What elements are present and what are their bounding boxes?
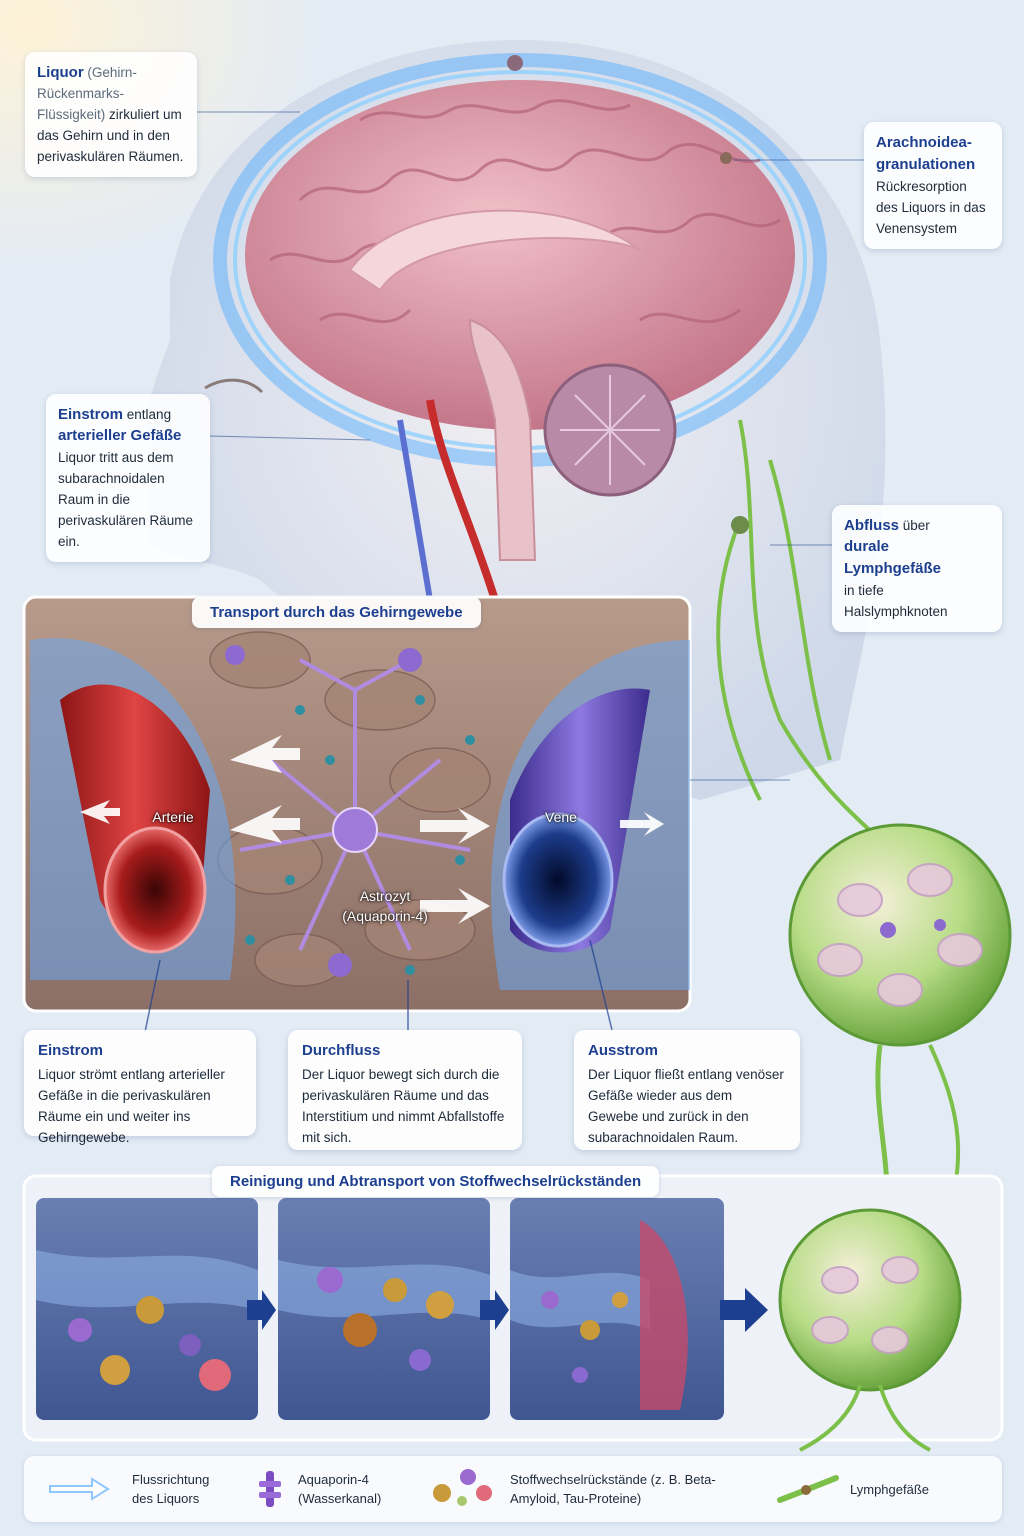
callout-abfluss-title2: durale Lymphgefäße [844, 538, 941, 577]
cleaning-panel-title: Reinigung und Abtransport von Stoffwechs… [212, 1166, 660, 1197]
lymph-vessel-icon [777, 1475, 839, 1503]
aquaporin-icon [259, 1471, 281, 1507]
callout-liquor-subtitle: (Gehirn-Rückenmarks-Flüssigkeit) [37, 65, 137, 122]
label-astrocyte: Astrozyt (Aquaporin-4) [330, 886, 440, 926]
legend-waste: Stoffwechselrückstände (z. B. Beta-Amylo… [428, 1456, 748, 1522]
label-astrocyte-name: Astrozyt [359, 888, 411, 904]
transport-panel-title: Transport durch das Gehirngewebe [192, 597, 481, 628]
legend-waste-label: Stoffwechselrückstände (z. B. Beta-Amylo… [510, 1472, 716, 1506]
legend-lymph-label: Lymphgefäße [850, 1481, 930, 1497]
callout-arachnoid-title: Arachnoidea-granulationen [876, 134, 976, 173]
callout-einstrom-text: Liquor tritt aus dem subarachnoidalen Ra… [58, 450, 194, 549]
callout-einstrom-title: Einstrom [58, 406, 124, 423]
legend-aquaporin-label: Aquaporin-4 (Wasserkanal) [298, 1472, 382, 1506]
callout-einstrom-mid: entlang [126, 407, 172, 422]
step-ausstrom-text: Der Liquor fließt entlang venöser Gefäße… [588, 1067, 784, 1145]
callout-liquor-text: zirkuliert um das Gehirn und in den peri… [37, 107, 184, 164]
waste-particles-icon [433, 1469, 492, 1506]
step-einstrom: Einstrom Liquor strömt entlang arteriell… [24, 1030, 256, 1145]
label-astrocyte-sub: (Aquaporin-4) [342, 908, 428, 924]
callout-liquor-title: Liquor [37, 64, 84, 81]
step-durchfluss-title: Durchfluss [302, 1042, 381, 1059]
legend-flow-label: Flussrichtung des Liquors [132, 1472, 210, 1506]
callout-abfluss-text: in tiefe Halslymphknoten [844, 583, 948, 619]
callout-arachnoid-text: Rückresorption des Liquors in das Venens… [876, 179, 986, 236]
legend-aquaporin: Aquaporin-4 (Wasserkanal) [256, 1456, 436, 1522]
callout-arachnoid: Arachnoidea-granulationen Rückresorption… [864, 122, 1002, 249]
legend: Flussrichtung des Liquors Aquaporin-4 (W… [24, 1456, 1002, 1522]
legend-lymph: Lymphgefäße [776, 1456, 986, 1522]
callout-abfluss: Abfluss über durale Lymphgefäße in tiefe… [832, 505, 1002, 632]
legend-flow: Flussrichtung des Liquors [48, 1456, 248, 1522]
label-vein: Vene [545, 809, 577, 825]
step-durchfluss-text: Der Liquor bewegt sich durch die perivas… [302, 1067, 505, 1145]
step-ausstrom-title: Ausstrom [588, 1042, 659, 1059]
label-artery: Arterie [152, 809, 194, 825]
step-ausstrom: Ausstrom Der Liquor fließt entlang venös… [574, 1030, 800, 1150]
callout-einstrom-arteries: Einstrom entlang arterieller Gefäße Liqu… [46, 394, 210, 562]
callout-abfluss-title: Abfluss [844, 517, 900, 534]
callout-abfluss-mid: über [902, 518, 930, 533]
callout-einstrom-title2: arterieller Gefäße [58, 427, 182, 444]
step-einstrom-text: Liquor strömt entlang arterieller Gefäße… [38, 1067, 225, 1145]
step-einstrom-title: Einstrom [38, 1042, 104, 1059]
flow-arrow-icon [49, 1477, 110, 1501]
callout-liquor: Liquor (Gehirn-Rückenmarks-Flüssigkeit) … [25, 52, 197, 177]
step-durchfluss: Durchfluss Der Liquor bewegt sich durch … [288, 1030, 522, 1150]
